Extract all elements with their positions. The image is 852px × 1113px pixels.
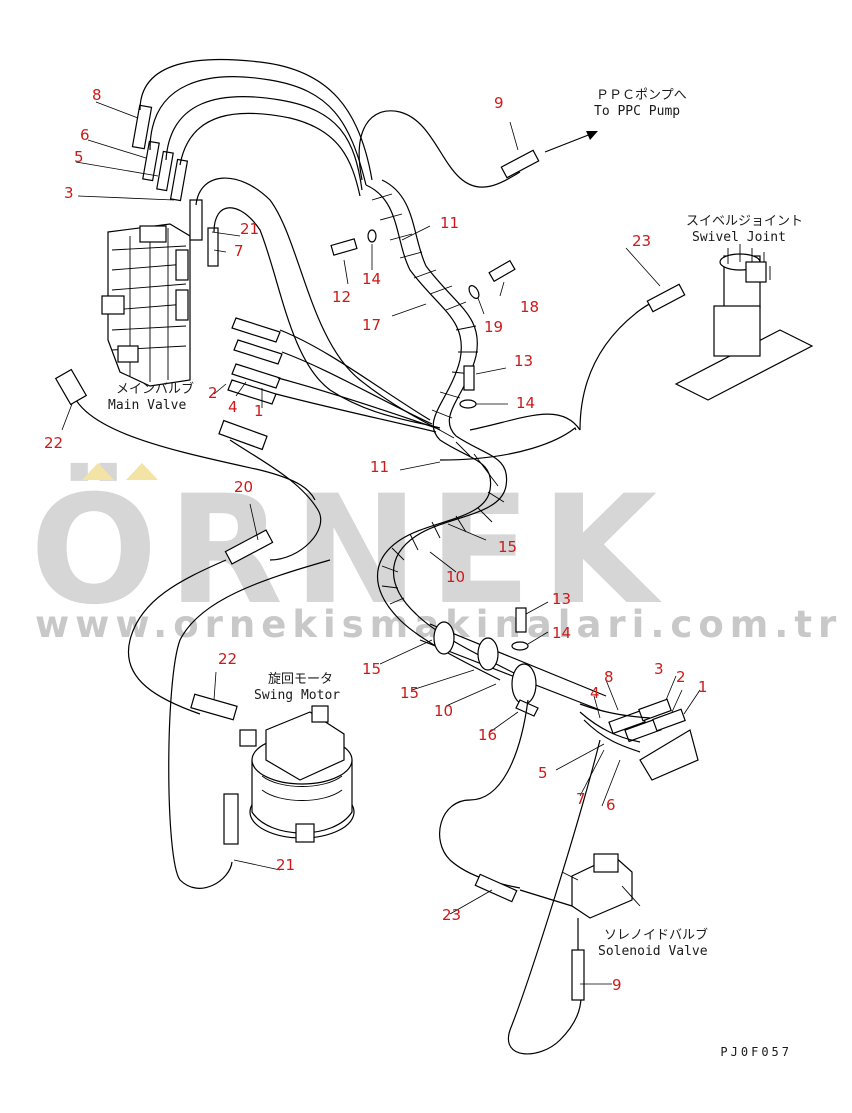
swivel-joint-drawing [674, 244, 814, 401]
callout-22: 22 [218, 650, 238, 668]
solenoid-valve-label-jp: ソレノイドバルブ [604, 928, 709, 943]
ppc-pump-label-en: To PPC Pump [594, 104, 681, 119]
callout-18: 18 [520, 298, 540, 316]
callout-6: 6 [606, 796, 616, 814]
swivel-joint-label-en: Swivel Joint [692, 230, 786, 245]
main-valve-fittings [131, 104, 283, 405]
callout-5: 5 [538, 764, 548, 782]
main-valve-label-jp: メインバルブ [116, 382, 195, 397]
callout-14: 14 [362, 270, 382, 288]
solenoid-valve-drawing [561, 853, 641, 1001]
callout-22: 22 [44, 434, 64, 452]
callout-7: 7 [234, 242, 244, 260]
bolts-and-washers [330, 229, 529, 651]
ppc-hoses-top [139, 58, 441, 433]
callout-8: 8 [604, 668, 614, 686]
swivel-joint-label-jp: スイベルジョイント [686, 214, 804, 229]
callout-3: 3 [64, 184, 74, 202]
drawing-code: PJ0F057 [720, 1045, 792, 1059]
ppc-pump-label-jp: ＰＰＣポンプへ [596, 88, 687, 103]
callout-6: 6 [80, 126, 90, 144]
callout-2: 2 [676, 668, 686, 686]
swing-motor-label-en: Swing Motor [254, 688, 341, 703]
callout-11: 11 [440, 214, 460, 232]
callout-10: 10 [434, 702, 454, 720]
callout-4: 4 [590, 684, 600, 702]
callout-15: 15 [498, 538, 518, 556]
swing-motor-drawing [239, 705, 355, 843]
callout-15: 15 [400, 684, 420, 702]
swing-motor-hoses [54, 368, 331, 889]
main-valve-drawing [101, 223, 191, 387]
watermark-accent-right [126, 463, 158, 480]
callout-3: 3 [654, 660, 664, 678]
spiral-hose-bundle [365, 179, 581, 681]
callout-9: 9 [612, 976, 622, 994]
callout-21: 21 [240, 220, 260, 238]
callout-21: 21 [276, 856, 296, 874]
solenoid-hoses [439, 699, 601, 1055]
callout-10: 10 [446, 568, 466, 586]
callout-8: 8 [92, 86, 102, 104]
callout-13: 13 [552, 590, 572, 608]
callout-17: 17 [362, 316, 382, 334]
callout-4: 4 [228, 398, 238, 416]
swing-motor-label-jp: 旋回モータ [268, 672, 334, 687]
callout-14: 14 [516, 394, 536, 412]
callout-14: 14 [552, 624, 572, 642]
callout-13: 13 [514, 352, 534, 370]
callout-12: 12 [332, 288, 352, 306]
ppc-pump-hose [358, 110, 598, 188]
watermark-accent-left [82, 463, 114, 480]
callout-1: 1 [254, 402, 264, 420]
callout-9: 9 [494, 94, 504, 112]
swivel-hose [579, 283, 686, 431]
leader-lines [61, 101, 701, 985]
callout-11: 11 [370, 458, 390, 476]
main-valve-label-en: Main Valve [108, 398, 187, 413]
callout-5: 5 [74, 148, 84, 166]
callout-15: 15 [362, 660, 382, 678]
callout-16: 16 [478, 726, 498, 744]
callout-20: 20 [234, 478, 254, 496]
callout-23: 23 [442, 906, 462, 924]
solenoid-valve-label-en: Solenoid Valve [598, 944, 708, 959]
callout-1: 1 [698, 678, 708, 696]
callout-7: 7 [576, 790, 586, 808]
callout-23: 23 [632, 232, 652, 250]
valve-end-fittings [579, 698, 699, 781]
callout-19: 19 [484, 318, 504, 336]
callout-2: 2 [208, 384, 218, 402]
